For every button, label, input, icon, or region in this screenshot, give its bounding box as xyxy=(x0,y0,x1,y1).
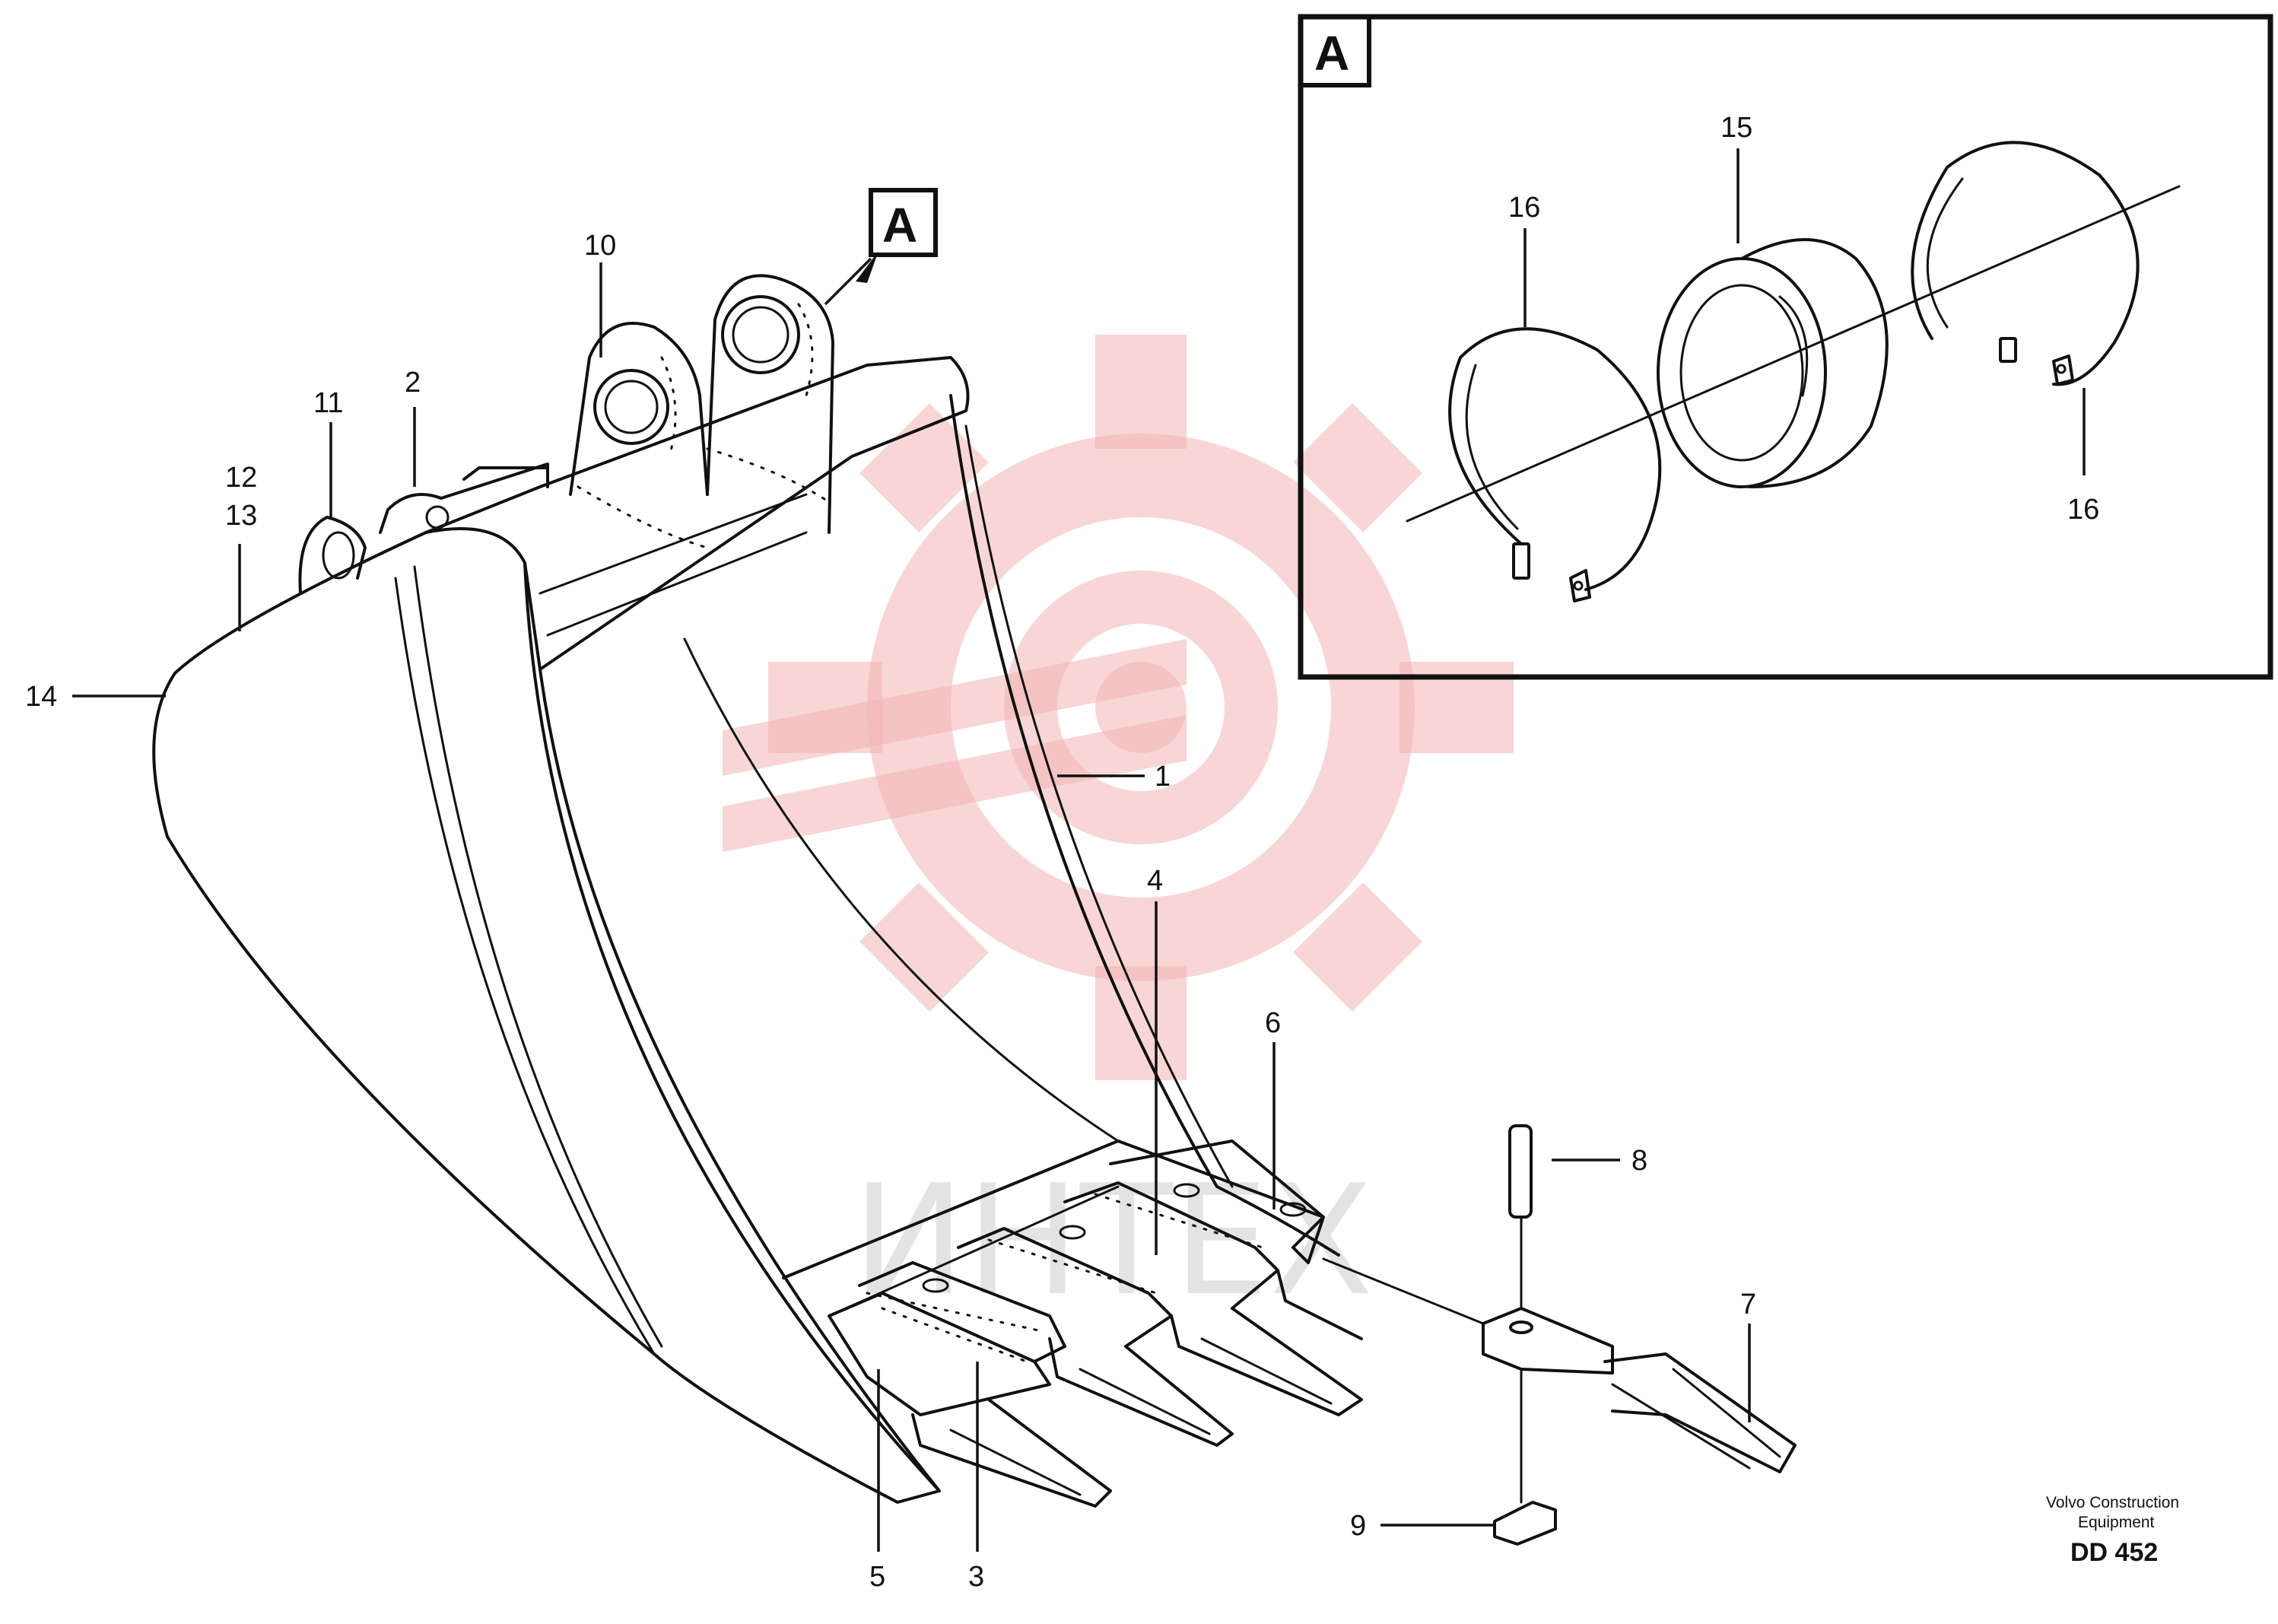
leader-lines xyxy=(72,148,2086,1552)
callout-13: 13 xyxy=(225,500,257,532)
bucket-teeth xyxy=(828,1139,1363,1508)
callout-15: 15 xyxy=(1720,112,1752,144)
callout-16-right: 16 xyxy=(2067,494,2099,526)
callout-12: 12 xyxy=(225,462,257,494)
callout-10: 10 xyxy=(584,230,616,262)
detail-a-box: A xyxy=(1298,14,2273,680)
brand-line-2: Equipment xyxy=(2078,1514,2155,1531)
watermark-gear-icon xyxy=(723,335,1514,1080)
callout-numbers: 1 2 3 4 5 6 7 8 9 10 11 12 13 14 15 16 1… xyxy=(25,112,2099,1593)
callout-11: 11 xyxy=(313,387,343,419)
detail-a-pointer: A xyxy=(824,188,938,306)
callout-8: 8 xyxy=(1631,1145,1647,1177)
callout-4: 4 xyxy=(1147,865,1163,897)
pointer-label: A xyxy=(882,198,917,253)
drawing-code: DD 452 xyxy=(2070,1538,2158,1567)
callout-6: 6 xyxy=(1265,1007,1281,1039)
callout-2: 2 xyxy=(405,367,421,399)
callout-14: 14 xyxy=(25,681,57,713)
exploded-tooth xyxy=(1322,1124,1797,1546)
brand-line-1: Volvo Construction xyxy=(2046,1494,2179,1511)
callout-16-left: 16 xyxy=(1508,192,1540,224)
callout-5: 5 xyxy=(869,1561,885,1593)
callout-9: 9 xyxy=(1350,1510,1366,1542)
callout-7: 7 xyxy=(1740,1289,1756,1320)
callout-3: 3 xyxy=(968,1561,984,1593)
footer: Volvo Construction Equipment DD 452 xyxy=(2046,1494,2179,1567)
detail-label: A xyxy=(1314,26,1349,81)
callout-1: 1 xyxy=(1155,761,1171,793)
watermark-text: ИНТЕХ xyxy=(852,1152,1374,1330)
